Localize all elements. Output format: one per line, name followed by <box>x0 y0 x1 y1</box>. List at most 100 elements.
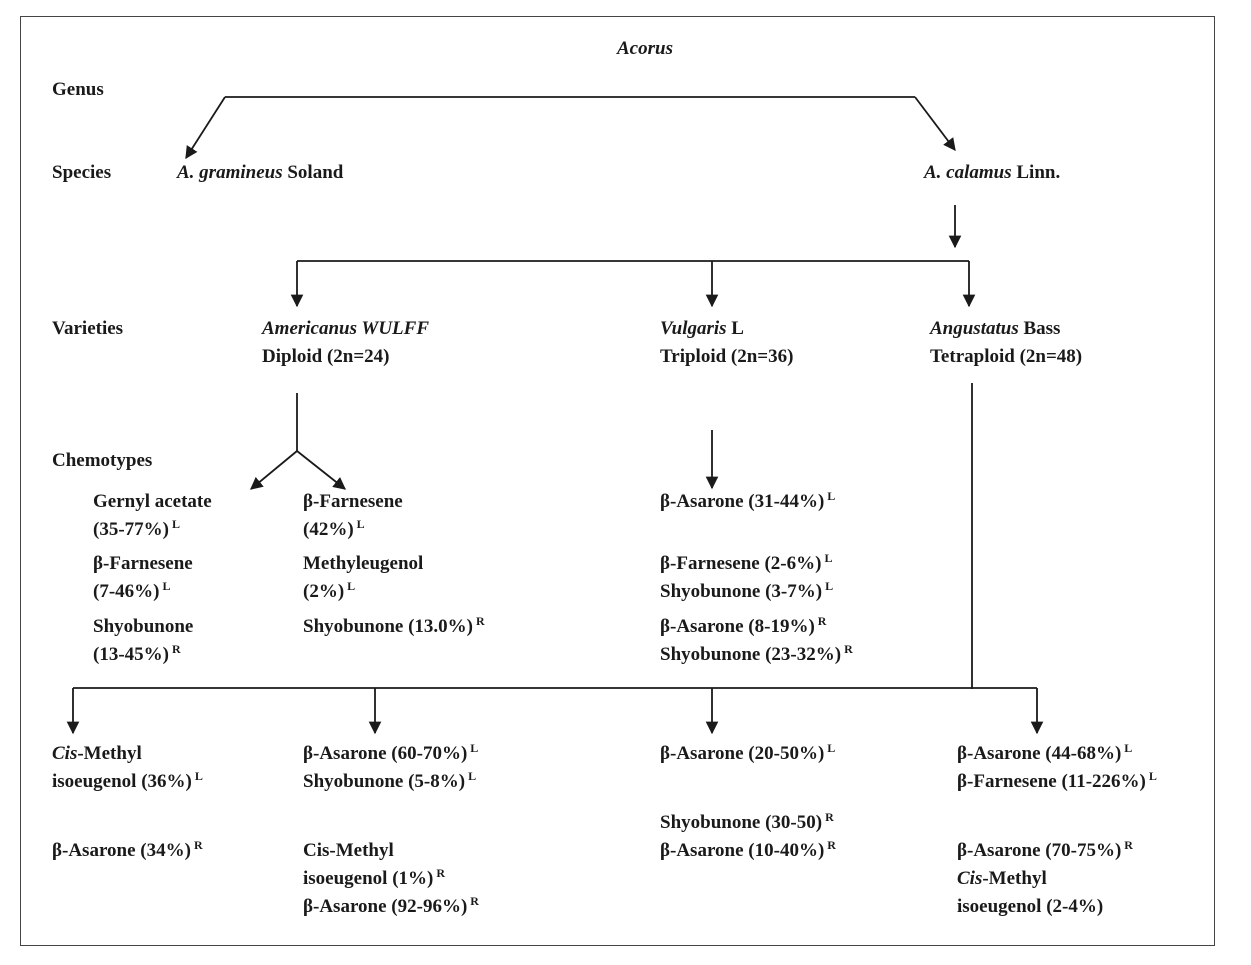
chemotype-item: Cis-Methyl <box>303 837 394 865</box>
chemotype-item: isoeugenol (2-4%) <box>957 893 1103 921</box>
chemotype-text: β-Farnesene <box>303 491 403 512</box>
chemotype-text: β-Asarone (44-68%) <box>957 743 1122 764</box>
chemotype-text: β-Asarone (10-40%) <box>660 840 825 861</box>
chemotype-text: Shyobunone (30-50) <box>660 812 823 833</box>
source-superscript: R <box>193 838 203 852</box>
variety-vulgaris-author: L <box>731 318 744 339</box>
chemotype-item: β-Farnesene (2-6%)L <box>660 550 832 578</box>
chemotype-text: Shyobunone <box>93 616 194 637</box>
chemotype-item: isoeugenol (36%)L <box>52 768 203 796</box>
diagram-frame <box>20 16 1215 946</box>
chemotype-item: β-Asarone (44-68%)L <box>957 740 1132 768</box>
source-superscript: L <box>1148 769 1157 783</box>
chemotype-item: Shyobunone (13.0%)R <box>303 613 485 641</box>
species-calamus-italic: A. calamus <box>924 162 1012 183</box>
species-calamus-author: Linn. <box>1016 162 1061 183</box>
chemotype-item: (2%)L <box>303 578 355 606</box>
chemotype-item: β-Asarone (20-50%)L <box>660 740 835 768</box>
chemotype-text: Shyobunone (5-8%) <box>303 771 466 792</box>
source-superscript: R <box>476 614 485 628</box>
chemotype-text: Cis <box>52 743 78 764</box>
chemotype-item: β-Asarone (60-70%)L <box>303 740 478 768</box>
chemotype-item: β-Farnesene (11-226%)L <box>957 768 1157 796</box>
source-superscript: R <box>1124 838 1133 852</box>
chemotype-text: isoeugenol (2-4%) <box>957 896 1104 917</box>
source-superscript: L <box>171 517 180 531</box>
source-superscript: R <box>436 866 446 880</box>
genus-to-gramineus-arrow <box>185 96 226 160</box>
chemotype-text: (7-46%) <box>93 581 160 602</box>
variety-vulgaris-italic: Vulgaris <box>660 318 727 339</box>
chemotype-text: -Methyl <box>77 743 142 764</box>
source-superscript: L <box>824 551 833 565</box>
chemotype-text: β-Asarone (8-19%) <box>660 616 815 637</box>
chemotype-item: (7-46%)L <box>93 578 171 606</box>
chemotype-text: -Methyl <box>982 868 1047 889</box>
chemotype-text: isoeugenol (36%) <box>52 771 192 792</box>
chemotype-text: Cis-Methyl <box>303 840 394 861</box>
species-gramineus: A. gramineus Soland <box>177 159 343 187</box>
chemotype-text: Cis <box>957 868 983 889</box>
chemotype-item: β-Farnesene <box>303 488 403 516</box>
chemotype-text: Gernyl acetate <box>93 491 212 512</box>
chemotype-item: Shyobunone (23-32%)R <box>660 641 853 669</box>
chemotype-text: β-Asarone (92-96%) <box>303 896 468 917</box>
chemotype-text: β-Farnesene (11-226%) <box>957 771 1146 792</box>
row-label-genus: Genus <box>52 79 104 100</box>
source-superscript: L <box>1124 741 1133 755</box>
source-superscript: L <box>347 579 356 593</box>
chemotype-item: Cis-Methyl <box>957 865 1047 893</box>
chemotype-text: β-Farnesene (2-6%) <box>660 553 822 574</box>
chemotype-item: Shyobunone (3-7%)L <box>660 578 833 606</box>
source-superscript: L <box>162 579 171 593</box>
chemotype-text: (2%) <box>303 581 345 602</box>
americanus-fork-left-arrow <box>250 450 298 490</box>
chemotype-text: β-Asarone (31-44%) <box>660 491 825 512</box>
source-superscript: R <box>827 838 836 852</box>
chemotype-item: β-Farnesene <box>93 550 193 578</box>
chemotype-text: Shyobunone (13.0%) <box>303 616 473 637</box>
row-label-chemotypes: Chemotypes <box>52 450 153 471</box>
chemotype-text: Methyleugenol <box>303 553 424 574</box>
source-superscript: L <box>825 579 834 593</box>
chemotype-item: β-Asarone (70-75%)R <box>957 837 1133 865</box>
source-superscript: L <box>194 769 203 783</box>
chemotype-text: Shyobunone (3-7%) <box>660 581 823 602</box>
chemotype-item: isoeugenol (1%)R <box>303 865 445 893</box>
chemotype-item: (35-77%)L <box>93 516 180 544</box>
variety-angustatus-ploidy: Tetraploid (2n=48) <box>930 346 1083 367</box>
source-superscript: L <box>827 741 836 755</box>
row-label-species: Species <box>52 162 112 183</box>
species-gramineus-author: Soland <box>287 162 344 183</box>
chemotype-text: β-Asarone (34%) <box>52 840 191 861</box>
chemotype-item: β-Asarone (8-19%)R <box>660 613 826 641</box>
variety-vulgaris-name: Vulgaris L <box>660 315 744 343</box>
chemotype-item: (13-45%)R <box>93 641 181 669</box>
source-superscript: L <box>470 741 479 755</box>
variety-americanus-ploidy: Diploid (2n=24) <box>262 346 390 367</box>
chemotype-item: Shyobunone (30-50)R <box>660 809 834 837</box>
source-superscript: L <box>356 517 365 531</box>
chemotype-text: β-Asarone (70-75%) <box>957 840 1122 861</box>
source-superscript: R <box>844 642 853 656</box>
species-gramineus-italic: A. gramineus <box>177 162 283 183</box>
genus-name: Acorus <box>617 38 673 59</box>
chemotype-item: Shyobunone <box>93 613 193 641</box>
chemotype-text: β-Asarone (20-50%) <box>660 743 825 764</box>
species-calamus: A. calamus Linn. <box>924 159 1060 187</box>
chemotype-text: β-Farnesene <box>93 553 193 574</box>
variety-angustatus-name: Angustatus Bass <box>930 315 1060 343</box>
source-superscript: L <box>827 489 836 503</box>
source-superscript: L <box>468 769 477 783</box>
variety-americanus-name: Americanus WULFF <box>262 318 429 339</box>
chemotype-item: Cis-Methyl <box>52 740 142 768</box>
chemotype-item: β-Asarone (34%)R <box>52 837 203 865</box>
source-superscript: R <box>825 810 834 824</box>
chemotype-text: (42%) <box>303 519 354 540</box>
chemotype-item: Gernyl acetate <box>93 488 212 516</box>
chemotype-text: (13-45%) <box>93 644 169 665</box>
chemotype-text: Shyobunone (23-32%) <box>660 644 842 665</box>
source-superscript: R <box>470 894 479 908</box>
